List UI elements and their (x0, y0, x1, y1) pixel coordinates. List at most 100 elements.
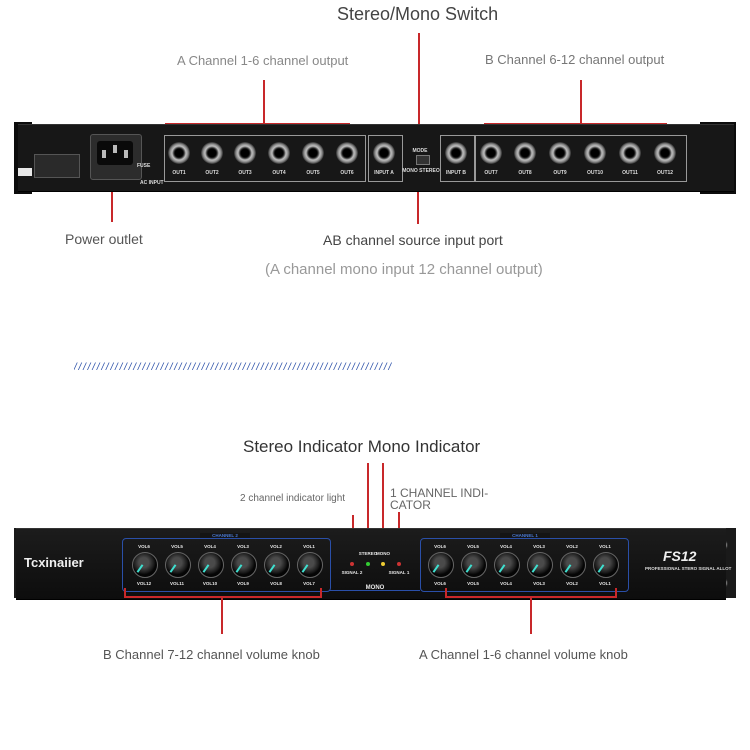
out2-jack[interactable] (201, 142, 223, 164)
ch2-light-label: 2 channel indicator light (240, 493, 346, 504)
channel1-frame (420, 538, 629, 592)
b-knob-4[interactable] (231, 552, 257, 578)
out3-jack[interactable] (234, 142, 256, 164)
out6-jack[interactable] (336, 142, 358, 164)
a-knob-top-label: VOL5 (467, 544, 479, 549)
out1-label: OUT1 (172, 170, 186, 176)
out4-label: OUT4 (272, 170, 286, 176)
brand-logo: Tcxinaiier (24, 555, 84, 570)
qc-sticker (18, 168, 32, 176)
channel2-label: CHANNEL 2 (200, 533, 250, 538)
out5-jack[interactable] (302, 142, 324, 164)
b-knob-3[interactable] (198, 552, 224, 578)
mono-note-label: (A channel mono input 12 channel output) (265, 261, 543, 278)
front-title: Stereo Indicator Mono Indicator (243, 437, 481, 456)
out5-label: OUT5 (306, 170, 320, 176)
b-knob-bracket-right (320, 588, 322, 598)
center-frame (329, 560, 420, 591)
out7-jack[interactable] (480, 142, 502, 164)
output-a-box (164, 135, 366, 182)
input-b-box (440, 135, 475, 182)
a-knob-bottom-label: VOL5 (467, 581, 479, 586)
b-knob-top-label: VOL5 (171, 544, 183, 549)
a-knob-bottom-label: VOL2 (566, 581, 578, 586)
stereo-led-label: STEREO (358, 551, 378, 556)
a-knob-4[interactable] (527, 552, 553, 578)
mono-pointer-line (382, 463, 384, 543)
b-knob-bracket (124, 596, 322, 598)
mono-label: MONO (365, 585, 385, 591)
mode-switch[interactable] (416, 155, 430, 165)
ab-input-label: AB channel source input port (323, 232, 503, 248)
a-knob-bracket-right (615, 588, 617, 598)
pin (124, 150, 128, 158)
switch-pointer-line (418, 33, 420, 145)
b-knob-bottom-label: VOL12 (136, 581, 152, 586)
b-knob-bottom-label: VOL8 (270, 581, 282, 586)
b-knob-bracket-left (124, 588, 126, 598)
a-knob-label: A Channel 1-6 channel volume knob (419, 647, 628, 662)
pin (102, 150, 106, 158)
input-a-jack[interactable] (373, 142, 395, 164)
a-output-pointer-line (263, 80, 265, 124)
signal2-label: SIGNAL 2 (341, 570, 363, 575)
b-knob-top-label: VOL1 (303, 544, 315, 549)
a-knob-bottom-label: VOL3 (533, 581, 545, 586)
pin (113, 145, 117, 153)
out8-label: OUT8 (518, 170, 532, 176)
out8-jack[interactable] (514, 142, 536, 164)
a-output-label: A Channel 1-6 channel output (177, 53, 349, 68)
power-socket-inner (97, 141, 133, 165)
signal2-led (350, 562, 354, 566)
b-knob-1[interactable] (132, 552, 158, 578)
b-knob-6[interactable] (297, 552, 323, 578)
out10-label: OUT10 (586, 170, 604, 176)
b-knob-bottom-label: VOL9 (237, 581, 249, 586)
out11-jack[interactable] (619, 142, 641, 164)
a-knob-bottom-label: VOL4 (500, 581, 512, 586)
input-b-jack[interactable] (445, 142, 467, 164)
power-pointer-line (111, 190, 113, 222)
b-knob-5[interactable] (264, 552, 290, 578)
a-knob-6[interactable] (593, 552, 619, 578)
model-label: FS12 (663, 548, 697, 564)
out1-jack[interactable] (168, 142, 190, 164)
input-a-label: INPUT A (374, 170, 394, 176)
b-knob-top-label: VOL4 (204, 544, 216, 549)
input-a-box (368, 135, 403, 182)
b-knob-top-label: VOL3 (237, 544, 249, 549)
b-knob-pointer-line (221, 598, 223, 634)
warning-sticker (34, 154, 80, 178)
out9-jack[interactable] (549, 142, 571, 164)
a-knob-2[interactable] (461, 552, 487, 578)
a-knob-bracket (445, 596, 617, 598)
fuse-label: FUSE (137, 163, 151, 169)
mode-options-label: MONO STEREO (402, 168, 440, 174)
a-knob-top-label: VOL1 (599, 544, 611, 549)
out6-label: OUT6 (340, 170, 354, 176)
out12-label: OUT12 (656, 170, 674, 176)
a-knob-5[interactable] (560, 552, 586, 578)
b-knob-2[interactable] (165, 552, 191, 578)
power-socket[interactable] (90, 134, 142, 180)
a-knob-bottom-label: VOL1 (599, 581, 611, 586)
b-knob-bottom-label: VOL10 (202, 581, 218, 586)
out11-label: OUT11 (622, 170, 638, 176)
mono-led (381, 562, 385, 566)
mono-led-label: MONO (376, 551, 390, 556)
a-knob-3[interactable] (494, 552, 520, 578)
section-divider: / / / / / / / / / / / / / / / / / / / / … (74, 362, 391, 373)
out10-jack[interactable] (584, 142, 606, 164)
b-output-label: B Channel 6-12 channel output (485, 52, 665, 67)
out9-label: OUT9 (553, 170, 567, 176)
b-knob-top-label: VOL6 (138, 544, 150, 549)
a-knob-1[interactable] (428, 552, 454, 578)
b-knob-top-label: VOL2 (270, 544, 282, 549)
subtitle-label: PROFESSIONAL STERO SIGNAL ALLOT (645, 566, 732, 571)
b-knob-bottom-label: VOL7 (303, 581, 315, 586)
stereo-led (366, 562, 370, 566)
b-output-pointer-line (580, 80, 582, 124)
out12-jack[interactable] (654, 142, 676, 164)
b-knob-bottom-label: VOL11 (169, 581, 184, 586)
out4-jack[interactable] (268, 142, 290, 164)
